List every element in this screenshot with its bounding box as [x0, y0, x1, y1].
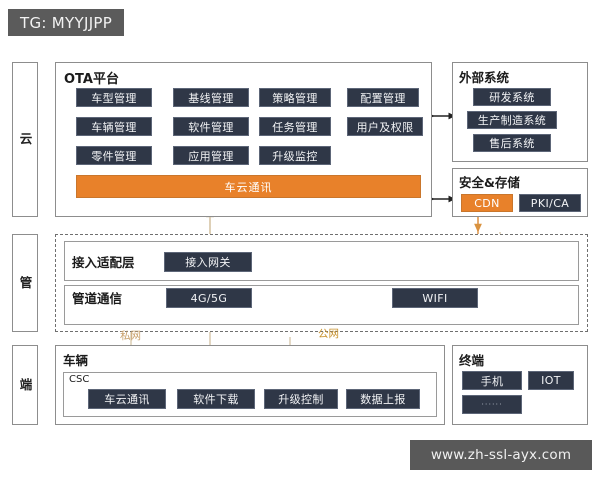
tg-tag-label: TG: MYYJJPP	[20, 13, 113, 32]
rail-terminal-label: 端	[17, 377, 33, 393]
external-system-chip[interactable]: 生产制造系统	[467, 111, 557, 129]
ota-module-chip[interactable]: 车型管理	[76, 88, 152, 107]
channel-comm-subframe	[64, 285, 579, 325]
access-gateway-chip[interactable]: 接入网关	[164, 252, 252, 272]
ota-module-chip[interactable]: 策略管理	[259, 88, 331, 107]
rail-cloud-label: 云	[17, 132, 33, 147]
vehicle-module-chip[interactable]: 数据上报	[346, 389, 420, 409]
private-network-label: 私网	[120, 330, 141, 342]
vehicle-module-chip[interactable]: 车云通讯	[88, 389, 166, 409]
channel-comm-title: 管道通信	[72, 291, 123, 306]
ota-module-chip[interactable]: 车辆管理	[76, 117, 152, 136]
terminal-title: 终端	[459, 353, 485, 368]
external-system-chip[interactable]: 售后系统	[473, 134, 551, 152]
rail-pipe-label: 管	[17, 275, 33, 291]
ota-platform-title: OTA平台	[64, 72, 119, 87]
ota-module-chip[interactable]: 应用管理	[173, 146, 249, 165]
network-4g5g-chip[interactable]: 4G/5G	[166, 288, 252, 308]
ota-module-chip[interactable]: 基线管理	[173, 88, 249, 107]
network-wifi-chip[interactable]: WIFI	[392, 288, 478, 308]
access-adaptation-subframe	[64, 241, 579, 281]
csc-label: CSC	[69, 374, 90, 385]
terminal-phone-chip[interactable]: 手机	[462, 371, 522, 390]
ota-module-chip[interactable]: 零件管理	[76, 146, 152, 165]
external-systems-title: 外部系统	[459, 70, 510, 85]
vehicle-module-chip[interactable]: 升级控制	[264, 389, 338, 409]
rail-pipe: 管	[12, 234, 38, 332]
terminal-more-chip[interactable]: ······	[462, 395, 522, 414]
security-storage-title: 安全&存储	[459, 175, 520, 190]
ota-module-chip[interactable]: 升级监控	[259, 146, 331, 165]
vehicle-cloud-comm-bus[interactable]: 车云通讯	[76, 175, 421, 198]
ota-module-chip[interactable]: 软件管理	[173, 117, 249, 136]
pki-ca-chip[interactable]: PKI/CA	[519, 194, 581, 212]
terminal-iot-chip[interactable]: IOT	[528, 371, 574, 390]
rail-cloud: 云	[12, 62, 38, 217]
vehicle-module-chip[interactable]: 软件下载	[177, 389, 255, 409]
vehicle-title: 车辆	[63, 353, 89, 368]
ota-module-chip[interactable]: 任务管理	[259, 117, 331, 136]
access-adaptation-title: 接入适配层	[72, 255, 135, 270]
cdn-chip[interactable]: CDN	[461, 194, 513, 212]
ota-module-chip[interactable]: 配置管理	[347, 88, 419, 107]
tg-tag: TG: MYYJJPP	[8, 9, 125, 36]
public-network-label: 公网	[318, 328, 339, 340]
external-system-chip[interactable]: 研发系统	[473, 88, 551, 106]
watermark-label: www.zh-ssl-ayx.com	[430, 447, 572, 463]
ota-module-chip[interactable]: 用户及权限	[347, 117, 423, 136]
watermark: www.zh-ssl-ayx.com	[410, 440, 592, 470]
rail-terminal: 端	[12, 345, 38, 425]
